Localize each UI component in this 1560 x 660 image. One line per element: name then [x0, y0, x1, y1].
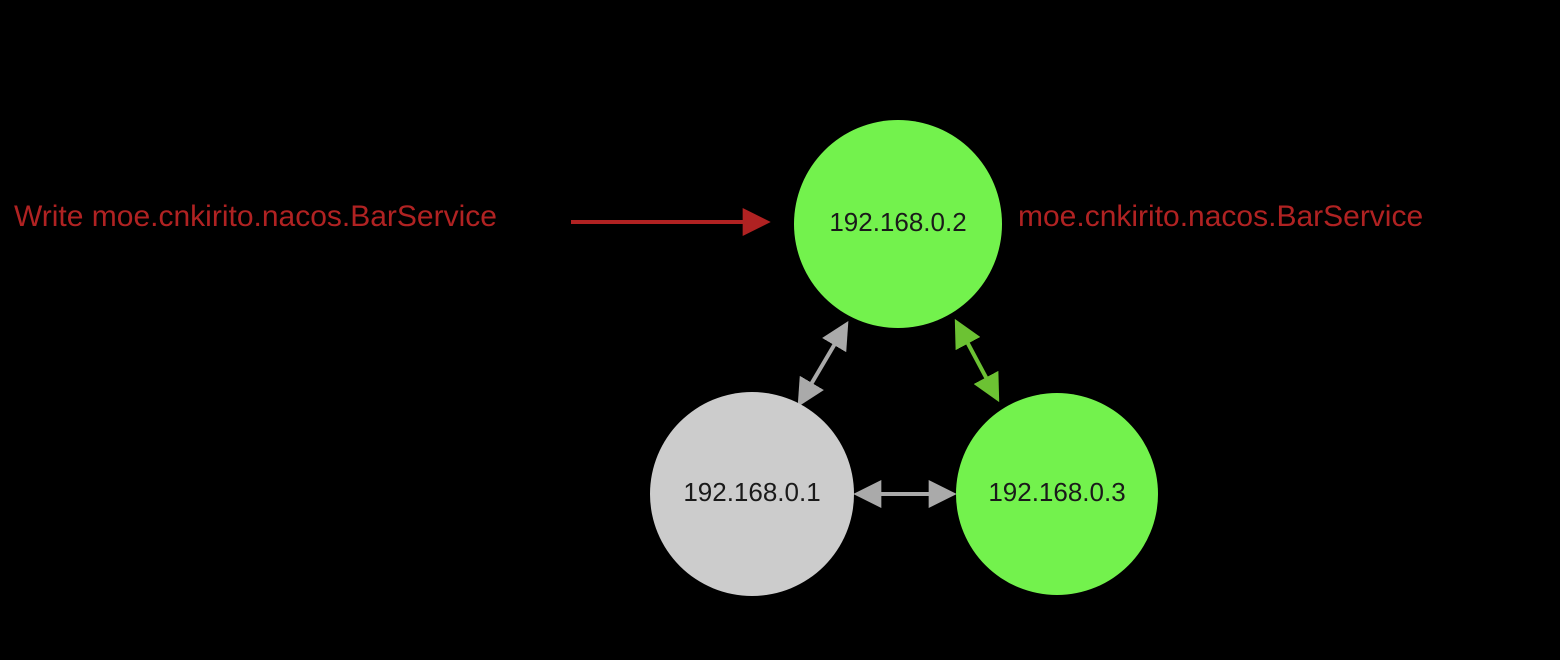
node-192-168-0-2[interactable]: 192.168.0.2: [794, 120, 1002, 328]
node-label-192-168-0-1: 192.168.0.1: [683, 477, 820, 507]
connection-node2-node1[interactable]: [797, 320, 849, 408]
connection-node2-node3[interactable]: [954, 318, 1000, 403]
node-label-192-168-0-3: 192.168.0.3: [988, 477, 1125, 507]
node-label-192-168-0-2: 192.168.0.2: [829, 207, 966, 237]
node-circle-192-168-0-3[interactable]: [956, 393, 1158, 595]
node-192-168-0-1[interactable]: 192.168.0.1: [650, 392, 854, 596]
connection-group: [797, 318, 1000, 508]
annotation-group: Write moe.cnkirito.nacos.BarService moe.…: [14, 200, 1423, 233]
node-circle-192-168-0-1[interactable]: [650, 392, 854, 596]
service-annotation-label: moe.cnkirito.nacos.BarService: [1018, 200, 1423, 233]
node-group: 192.168.0.2 192.168.0.1 192.168.0.3: [650, 120, 1158, 596]
node-circle-192-168-0-2[interactable]: [794, 120, 1002, 328]
node-192-168-0-3[interactable]: 192.168.0.3: [956, 393, 1158, 595]
write-annotation-label: Write moe.cnkirito.nacos.BarService: [14, 200, 497, 233]
